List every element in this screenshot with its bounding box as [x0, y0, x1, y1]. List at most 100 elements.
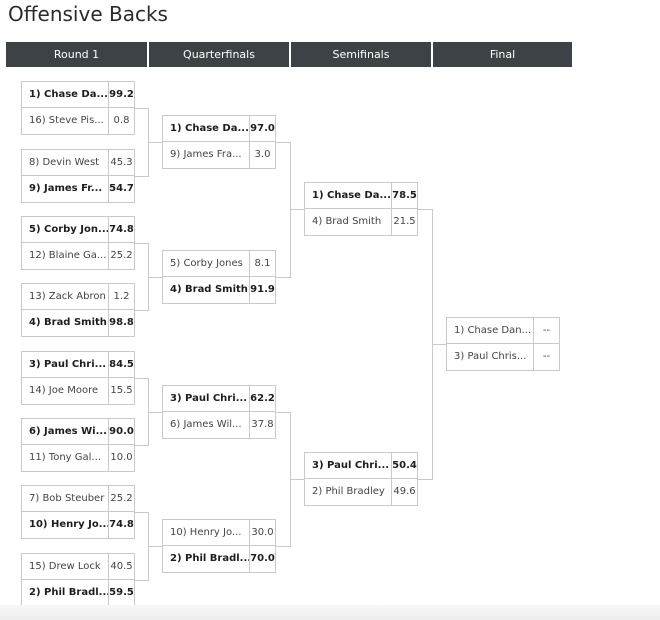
team-score: 98.8 [108, 310, 134, 336]
team-name: 6) James Wil... [170, 419, 242, 430]
team-slot[interactable]: 1) Chase Da...78.5 [304, 182, 418, 209]
team-score: 21.5 [391, 209, 417, 235]
team-score: 50.4 [391, 453, 417, 478]
team-slot[interactable]: 3) Paul Chri...84.5 [21, 351, 135, 378]
team-name: 5) Corby Jones [170, 258, 243, 269]
quarterfinal-matchup-4: 10) Henry Jo... 30.0 2) Phil Bradl...70.0 [162, 519, 276, 573]
team-slot[interactable]: 11) Tony Gal... 10.0 [21, 445, 135, 472]
team-score: 74.8 [108, 217, 134, 242]
team-score: 49.6 [391, 479, 417, 505]
team-slot[interactable]: 2) Phil Bradl...70.0 [162, 546, 276, 573]
team-slot[interactable]: 9) James Fr... 54.7 [21, 176, 135, 203]
team-slot[interactable]: 9) James Fra... 3.0 [162, 142, 276, 169]
team-name: 2) Phil Bradl... [29, 587, 108, 598]
team-score: -- [533, 344, 559, 370]
team-name: 11) Tony Gal... [29, 452, 101, 463]
team-slot[interactable]: 1) Chase Dan...-- [446, 317, 560, 344]
team-score: 97.0 [249, 116, 275, 141]
team-name: 10) Henry Jo... [29, 519, 108, 530]
team-score: 62.2 [249, 386, 275, 411]
team-name: 1) Chase Da... [29, 89, 108, 100]
team-score: 40.5 [108, 554, 134, 579]
team-name: 3) Paul Chri... [29, 359, 107, 370]
team-score: 91.9 [249, 277, 275, 303]
team-score: 0.8 [108, 108, 134, 134]
team-slot[interactable]: 6) James Wi...90.0 [21, 418, 135, 445]
team-name: 15) Drew Lock [29, 561, 101, 572]
team-score: 10.0 [108, 445, 134, 471]
team-name: 9) James Fr... [29, 183, 103, 194]
team-score: 54.7 [108, 176, 134, 202]
team-score: 30.0 [249, 520, 275, 545]
final-matchup: 1) Chase Dan...-- 3) Paul Chris... -- [446, 317, 560, 371]
team-slot[interactable]: 3) Paul Chri...50.4 [304, 452, 418, 479]
team-slot[interactable]: 1) Chase Da...99.2 [21, 81, 135, 108]
team-score: 78.5 [391, 183, 417, 208]
round1-matchup-3: 5) Corby Jon...74.8 12) Blaine Ga...25.2 [21, 216, 135, 270]
team-name: 7) Bob Steuber [29, 493, 105, 504]
team-name: 13) Zack Abron [29, 291, 106, 302]
team-slot[interactable]: 3) Paul Chri...62.2 [162, 385, 276, 412]
team-score: -- [533, 318, 559, 343]
team-name: 10) Henry Jo... [170, 527, 242, 538]
team-name: 2) Phil Bradl... [170, 553, 249, 564]
team-score: 25.2 [108, 243, 134, 269]
team-slot[interactable]: 3) Paul Chris... -- [446, 344, 560, 371]
team-slot[interactable]: 10) Henry Jo...74.8 [21, 512, 135, 539]
team-name: 4) Brad Smith [170, 284, 248, 295]
team-score: 8.1 [249, 251, 275, 276]
team-name: 1) Chase Da... [170, 123, 249, 134]
team-score: 99.2 [108, 82, 134, 107]
team-slot[interactable]: 2) Phil Bradl...59.5 [21, 580, 135, 607]
team-name: 1) Chase Dan... [454, 325, 532, 336]
quarterfinal-matchup-3: 3) Paul Chri...62.2 6) James Wil...37.8 [162, 385, 276, 439]
team-name: 1) Chase Da... [312, 190, 391, 201]
team-score: 59.5 [108, 580, 134, 606]
round-header-round-1: Round 1 [6, 42, 147, 67]
round1-matchup-8: 15) Drew Lock 40.5 2) Phil Bradl...59.5 [21, 553, 135, 607]
team-slot[interactable]: 15) Drew Lock 40.5 [21, 553, 135, 580]
team-slot[interactable]: 5) Corby Jones 8.1 [162, 250, 276, 277]
team-score: 3.0 [249, 142, 275, 168]
team-score: 74.8 [108, 512, 134, 538]
team-score: 15.5 [108, 378, 134, 404]
page-title: Offensive Backs [8, 2, 168, 26]
team-slot[interactable]: 10) Henry Jo... 30.0 [162, 519, 276, 546]
team-slot[interactable]: 12) Blaine Ga...25.2 [21, 243, 135, 270]
team-slot[interactable]: 4) Brad Smith 21.5 [304, 209, 418, 236]
quarterfinal-matchup-1: 1) Chase Da...97.0 9) James Fra... 3.0 [162, 115, 276, 169]
semifinal-matchup-1: 1) Chase Da...78.5 4) Brad Smith 21.5 [304, 182, 418, 236]
round-header-quarterfinals: Quarterfinals [149, 42, 289, 67]
team-name: 3) Paul Chris... [454, 351, 527, 362]
team-score: 25.2 [108, 486, 134, 511]
team-slot[interactable]: 1) Chase Da...97.0 [162, 115, 276, 142]
team-slot[interactable]: 16) Steve Pis... 0.8 [21, 108, 135, 135]
team-name: 3) Paul Chri... [312, 460, 390, 471]
round-header-semifinals: Semifinals [291, 42, 431, 67]
team-slot[interactable]: 6) James Wil...37.8 [162, 412, 276, 439]
team-name: 14) Joe Moore [29, 385, 99, 396]
team-name: 16) Steve Pis... [29, 115, 104, 126]
team-slot[interactable]: 14) Joe Moore 15.5 [21, 378, 135, 405]
team-score: 90.0 [108, 419, 134, 444]
team-name: 9) James Fra... [170, 149, 242, 160]
team-slot[interactable]: 5) Corby Jon...74.8 [21, 216, 135, 243]
round1-matchup-6: 6) James Wi...90.0 11) Tony Gal... 10.0 [21, 418, 135, 472]
team-name: 4) Brad Smith [312, 216, 382, 227]
team-score: 70.0 [249, 546, 275, 572]
team-name: 3) Paul Chri... [170, 393, 248, 404]
team-name: 4) Brad Smith [29, 317, 107, 328]
round1-matchup-1: 1) Chase Da...99.2 16) Steve Pis... 0.8 [21, 81, 135, 135]
team-score: 45.3 [108, 150, 134, 175]
